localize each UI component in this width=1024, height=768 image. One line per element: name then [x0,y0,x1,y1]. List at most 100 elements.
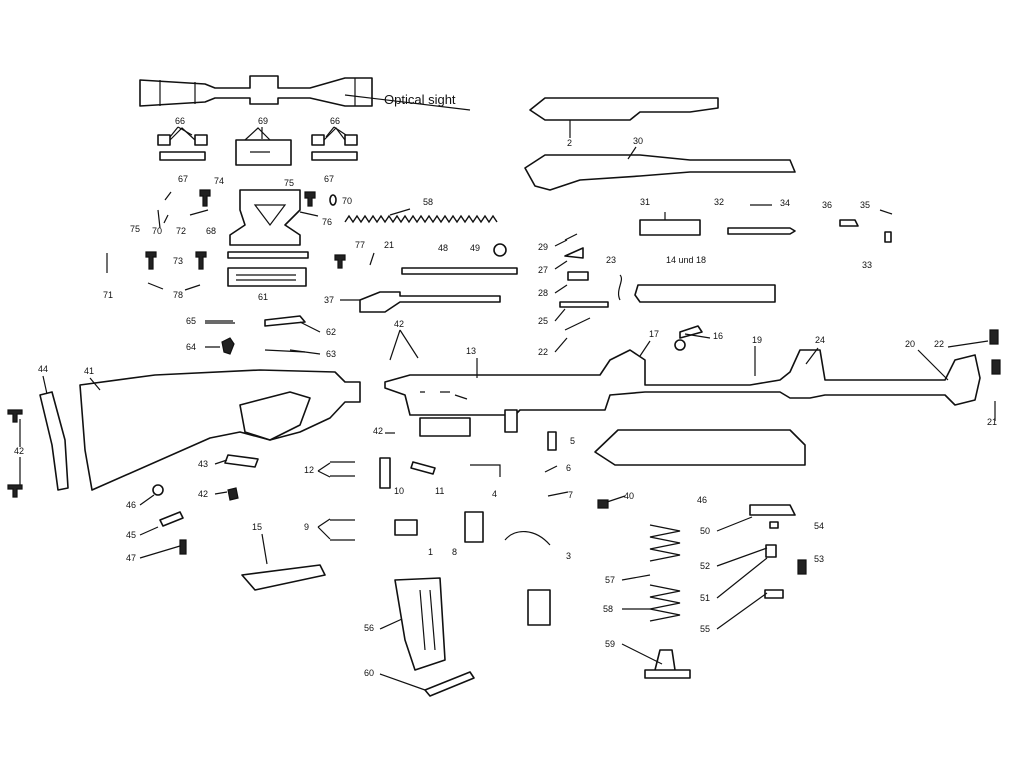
bottom-left-small-parts [152,454,326,591]
gas-tube [634,284,776,303]
label-22: 22 [538,347,548,357]
label-27: 27 [538,265,548,275]
left-small-parts [106,243,518,291]
label-20: 20 [905,339,915,349]
label-6: 6 [566,463,571,473]
label-22: 22 [934,339,944,349]
cleaning-parts [205,315,306,355]
label-78: 78 [173,290,183,300]
label-76: 76 [322,217,332,227]
label-43: 43 [198,459,208,469]
recoil-spring [344,214,498,224]
label-41: 41 [84,366,94,376]
optical-sight-caption: Optical sight [384,92,456,107]
label-17: 17 [649,329,659,339]
label-30: 30 [633,136,643,146]
label-55: 55 [700,624,710,634]
label-42: 42 [394,319,404,329]
label-10: 10 [394,486,404,496]
label-11: 11 [435,486,444,496]
label-56: 56 [364,623,374,633]
part-labels: 66 69 66 67 67 2 30 74 75 70 76 70 72 68… [14,116,997,678]
leader-lines [19,120,996,691]
label-66: 66 [175,116,185,126]
label-74: 74 [214,176,224,186]
label-57: 57 [605,575,615,585]
label-14-und-18: 14 und 18 [666,255,706,265]
label-28: 28 [538,288,548,298]
label-2: 2 [567,138,572,148]
label-52: 52 [700,561,710,571]
label-23: 23 [606,255,616,265]
label-37: 37 [324,295,334,305]
front-sight-parts [989,329,1001,375]
label-7: 7 [568,490,573,500]
label-54: 54 [814,521,824,531]
label-73: 73 [173,256,183,266]
label-66: 66 [330,116,340,126]
small-screws-left [163,189,337,224]
label-19: 19 [752,335,762,345]
operating-rod [359,291,501,313]
label-61: 61 [258,292,268,302]
magazine [394,577,446,671]
label-13: 13 [466,346,476,356]
label-8: 8 [452,547,457,557]
label-48: 48 [438,243,448,253]
label-12: 12 [304,465,314,475]
label-63: 63 [326,349,336,359]
label-67: 67 [178,174,188,184]
label-5: 5 [570,436,575,446]
magazine-springs [649,524,681,622]
dust-cover [529,97,719,121]
magazine-catch-parts [749,504,807,599]
label-47: 47 [126,553,136,563]
label-75: 75 [284,178,294,188]
label-24: 24 [815,335,825,345]
label-21: 21 [384,240,394,250]
label-65: 65 [186,316,196,326]
label-70: 70 [152,226,162,236]
label-75: 75 [130,224,140,234]
label-33: 33 [862,260,872,270]
bolt-carrier [524,154,796,191]
label-68: 68 [206,226,216,236]
bolt-assembly [639,204,893,243]
label-58: 58 [603,604,613,614]
label-53: 53 [814,554,824,564]
handguard [594,429,806,466]
scope-mount-rings [157,127,358,166]
label-21: 21 [987,417,997,427]
label-59: 59 [605,639,615,649]
rear-sight-parts [674,325,703,351]
label-29: 29 [538,242,548,252]
magazine-floor-plate [527,589,551,626]
label-31: 31 [640,197,650,207]
label-64: 64 [186,342,196,352]
buttstock [79,369,361,491]
label-60: 60 [364,668,374,678]
label-1: 1 [428,547,433,557]
label-62: 62 [326,327,336,337]
label-35: 35 [860,200,870,210]
label-42: 42 [14,446,24,456]
label-3: 3 [566,551,571,561]
label-44: 44 [38,364,48,374]
label-42: 42 [198,489,208,499]
label-9: 9 [304,522,309,532]
label-36: 36 [822,200,832,210]
label-72: 72 [176,226,186,236]
optical-sight: Optical sight [139,75,471,111]
label-71: 71 [103,290,113,300]
label-16: 16 [713,331,723,341]
label-51: 51 [700,593,710,603]
receiver-and-barrel [384,349,981,437]
scope-base [229,189,301,246]
label-34: 34 [780,198,790,208]
label-15: 15 [252,522,262,532]
label-4: 4 [492,489,497,499]
label-40: 40 [624,491,634,501]
label-69: 69 [258,116,268,126]
label-46: 46 [126,500,136,510]
